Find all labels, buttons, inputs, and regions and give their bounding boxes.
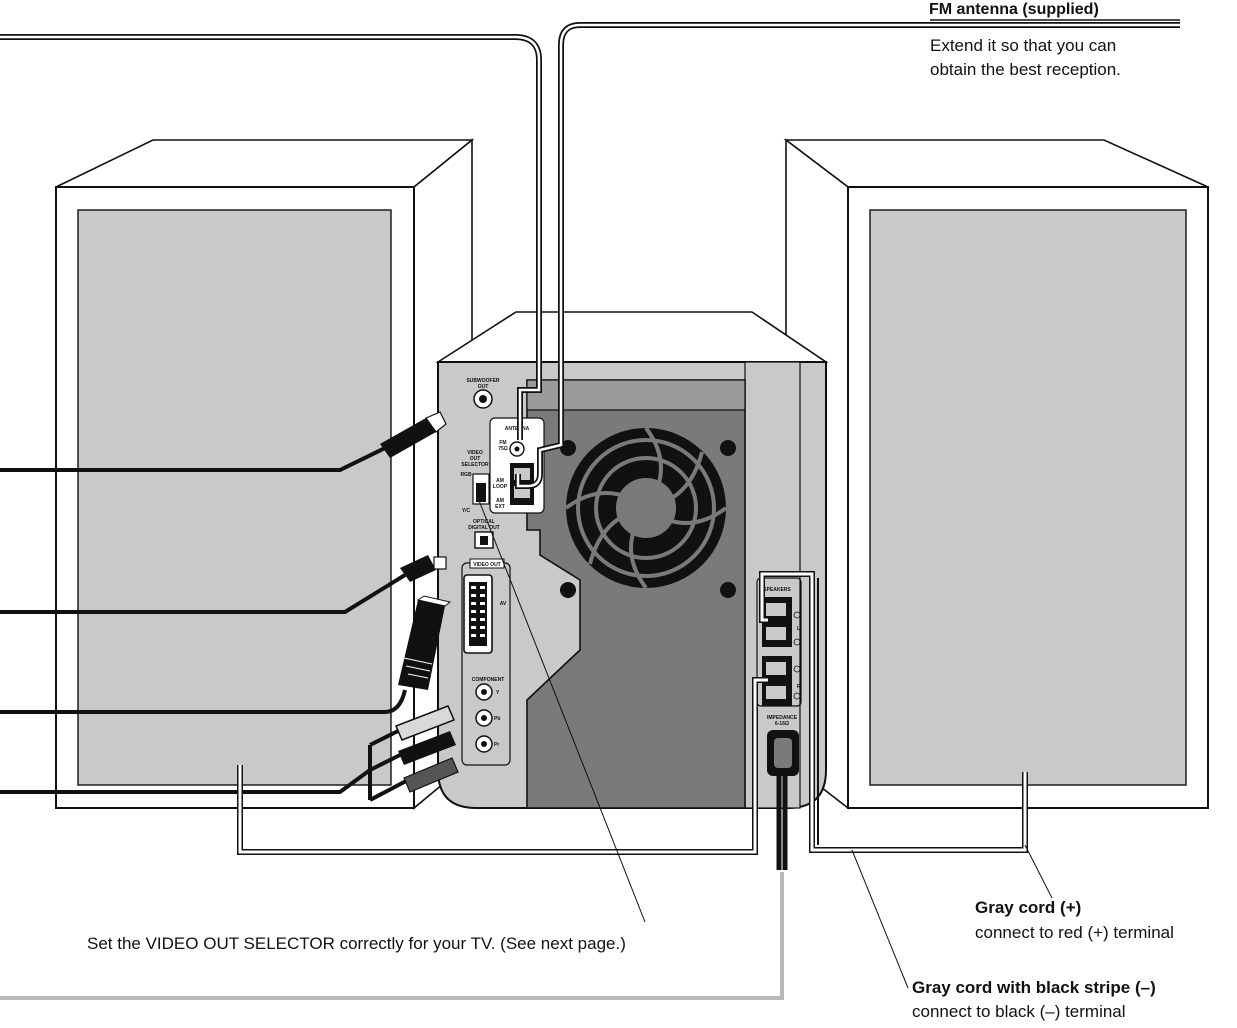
y-label: Y: [496, 690, 500, 696]
video-sel-label-1: VIDEO: [467, 450, 483, 456]
rgb-label: RGB: [460, 472, 472, 478]
video-out-label: VIDEO OUT: [473, 562, 501, 568]
leader-lines: [477, 497, 1053, 989]
am-ext-label-1: AM: [496, 498, 504, 504]
component-label: COMPONENT: [472, 677, 505, 683]
fm-antenna-title: FM antenna (supplied): [929, 1, 1099, 18]
speaker-cords: [237, 571, 1028, 855]
fm-label-1: FM: [499, 440, 506, 446]
video-out-scart: VIDEO OUT AV: [461, 558, 511, 766]
left-speaker: [55, 138, 475, 810]
yc-label: Y/C: [462, 508, 471, 514]
antenna-terminals: ANTENNA FM 75Ω AM LOOP AM EXT: [489, 417, 545, 514]
ac-power-cord: [0, 776, 788, 1000]
speaker-terminals: SPEAKERS L R IMPEDANCE 6-16Ω: [756, 577, 802, 727]
speakers-label: SPEAKERS: [763, 587, 791, 593]
subwoofer-label-2: OUT: [478, 384, 489, 390]
fm-antenna-desc-line2: obtain the best reception.: [930, 60, 1121, 79]
am-ext-label-2: EXT: [495, 504, 505, 510]
video-out-selector-switch: VIDEO OUT SELECTOR RGB Y/C: [460, 450, 490, 514]
subwoofer-out-jack: SUBWOOFER OUT: [466, 378, 500, 409]
av-label: AV: [500, 601, 507, 607]
fm-antenna-desc-line1: Extend it so that you can: [930, 36, 1117, 55]
optical-digital-out: OPTICAL DIGITAL OUT: [468, 519, 500, 549]
optical-label-2: DIGITAL OUT: [468, 525, 499, 531]
video-sel-label-3: SELECTOR: [461, 462, 489, 468]
video-out-selector-note: Set the VIDEO OUT SELECTOR correctly for…: [87, 934, 626, 953]
optical-label-1: OPTICAL: [473, 519, 495, 525]
stripe-cord-title: Gray cord with black stripe (–): [912, 978, 1156, 997]
main-unit: SUBWOOFER OUT ANTENNA FM 75Ω AM LOOP AM …: [435, 311, 829, 809]
gray-cord-desc: connect to red (+) terminal: [975, 923, 1174, 942]
scart-cable: [0, 595, 452, 714]
optical-cable: [0, 555, 447, 614]
impedance-label-1: IMPEDANCE: [767, 715, 798, 721]
cooling-fan: [560, 426, 736, 598]
video-sel-label-2: OUT: [470, 456, 481, 462]
speaker-l-label: L: [797, 626, 800, 632]
fm-label-2: 75Ω: [498, 446, 508, 452]
ac-inlet: [767, 730, 799, 776]
component-cable: [0, 705, 459, 802]
am-loop-label-1: AM: [496, 478, 504, 484]
antenna-lead-wires: [0, 22, 1180, 489]
am-loop-label-2: LOOP: [493, 484, 508, 490]
gray-cord-title: Gray cord (+): [975, 898, 1082, 917]
pb-label: Pb: [494, 716, 500, 722]
speaker-r-label: R: [797, 684, 801, 690]
stripe-cord-desc: connect to black (–) terminal: [912, 1002, 1126, 1021]
component-jacks: COMPONENT Y Pb Pr: [472, 677, 505, 753]
subwoofer-label-1: SUBWOOFER: [466, 378, 499, 384]
pr-label: Pr: [494, 742, 499, 748]
right-speaker: [783, 138, 1209, 810]
subwoofer-cable: [0, 411, 447, 472]
impedance-label-2: 6-16Ω: [775, 721, 789, 727]
